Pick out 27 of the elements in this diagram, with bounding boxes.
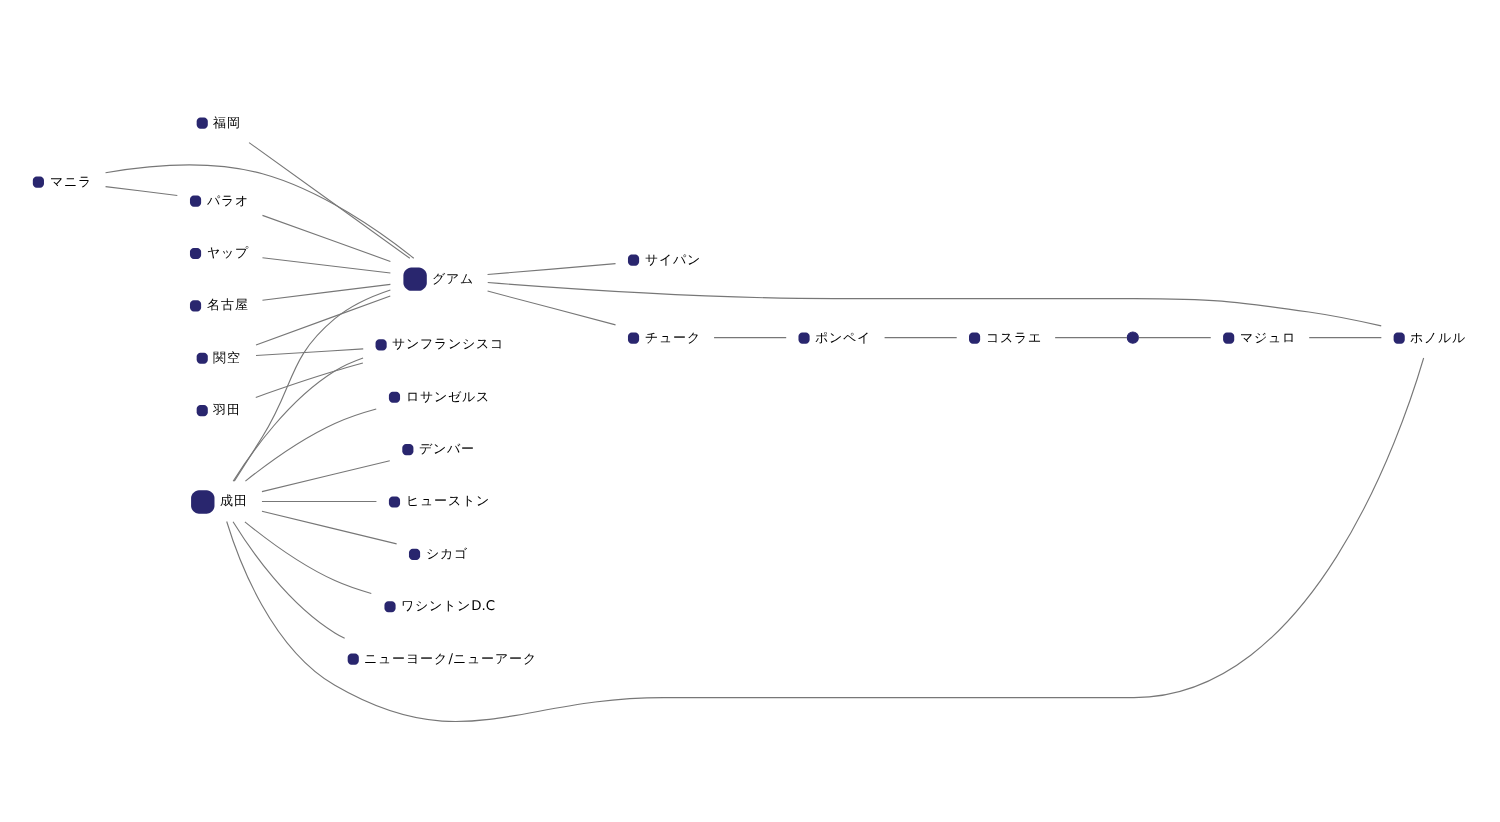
connector xyxy=(255,294,391,345)
connector xyxy=(261,509,398,544)
connector xyxy=(261,282,391,300)
connector xyxy=(244,407,377,481)
connector xyxy=(261,213,391,261)
connector xyxy=(487,289,617,325)
connector xyxy=(1054,336,1128,338)
connector xyxy=(226,356,1425,721)
connector xyxy=(713,336,787,338)
connector xyxy=(261,256,391,273)
connector xyxy=(487,262,617,275)
connector xyxy=(261,499,377,501)
connector xyxy=(232,356,364,481)
connector xyxy=(1308,336,1382,338)
connector xyxy=(884,336,958,338)
connector xyxy=(244,520,372,593)
connector xyxy=(105,185,178,195)
connector xyxy=(233,288,391,481)
connector xyxy=(1138,336,1212,338)
connector xyxy=(248,141,411,258)
connector xyxy=(255,361,364,397)
connector xyxy=(104,163,415,258)
node-circle xyxy=(1126,330,1139,343)
connector xyxy=(261,459,391,492)
connector xyxy=(487,281,1382,326)
connector xyxy=(255,347,364,356)
connector xyxy=(232,520,346,638)
